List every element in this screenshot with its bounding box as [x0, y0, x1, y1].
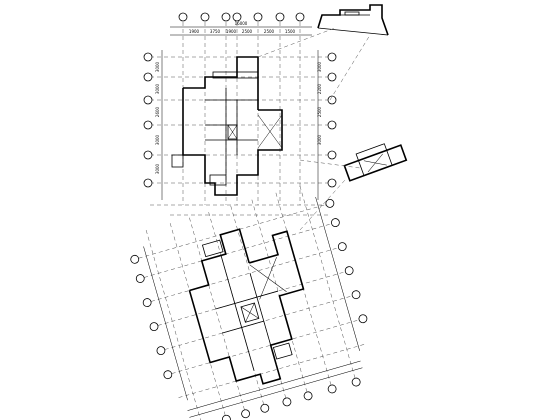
left-dim-2: 3000	[155, 83, 160, 94]
left-dim-1: 3000	[155, 61, 160, 72]
left-dim-3: 2600	[155, 106, 160, 117]
top-dim-3: 1900	[226, 29, 237, 34]
top-dim-6: 1500	[285, 29, 296, 34]
upper-walls	[171, 56, 283, 196]
upper-right-dimensions: 3000 2200 2500 3000	[317, 50, 322, 200]
lower-building-block	[130, 185, 368, 420]
upper-top-axis-bubbles	[178, 12, 305, 22]
lower-right-axis-bubbles	[325, 198, 368, 324]
upper-building-block: 16000 1900 3750 1900 2500 2500 1500 3000…	[143, 12, 337, 206]
top-dim-4: 2500	[242, 29, 253, 34]
upper-left-axis-bubbles	[143, 52, 153, 188]
connector-lines	[170, 27, 371, 231]
upper-horizontal-grid	[150, 56, 330, 206]
top-dim-2: 3750	[210, 29, 221, 34]
left-dim-4: 3000	[155, 134, 160, 145]
right-dim-4: 3000	[317, 134, 322, 145]
right-dim-1: 3000	[317, 61, 322, 72]
lower-vertical-grid	[145, 185, 356, 420]
lower-walls	[188, 228, 305, 385]
right-side-detail	[343, 143, 408, 182]
right-dim-3: 2500	[317, 106, 322, 117]
upper-right-axis-bubbles	[327, 52, 337, 188]
left-dim-5: 3000	[155, 163, 160, 174]
lower-left-axis-bubbles	[130, 254, 173, 380]
top-right-detail	[317, 4, 389, 36]
upper-left-dimensions: 3000 3000 2600 3000 3000	[155, 50, 163, 200]
top-dim-1: 1900	[189, 29, 200, 34]
lower-horizontal-grid	[138, 204, 367, 398]
lower-dimension-lines	[143, 196, 363, 418]
right-dim-2: 2200	[317, 83, 322, 94]
overall-dimension-label: 16000	[235, 21, 248, 26]
upper-top-dimensions: 16000 1900 3750 1900 2500 2500 1500	[170, 21, 312, 36]
top-dim-5: 2500	[264, 29, 275, 34]
lower-bottom-axis-bubbles	[221, 377, 361, 420]
